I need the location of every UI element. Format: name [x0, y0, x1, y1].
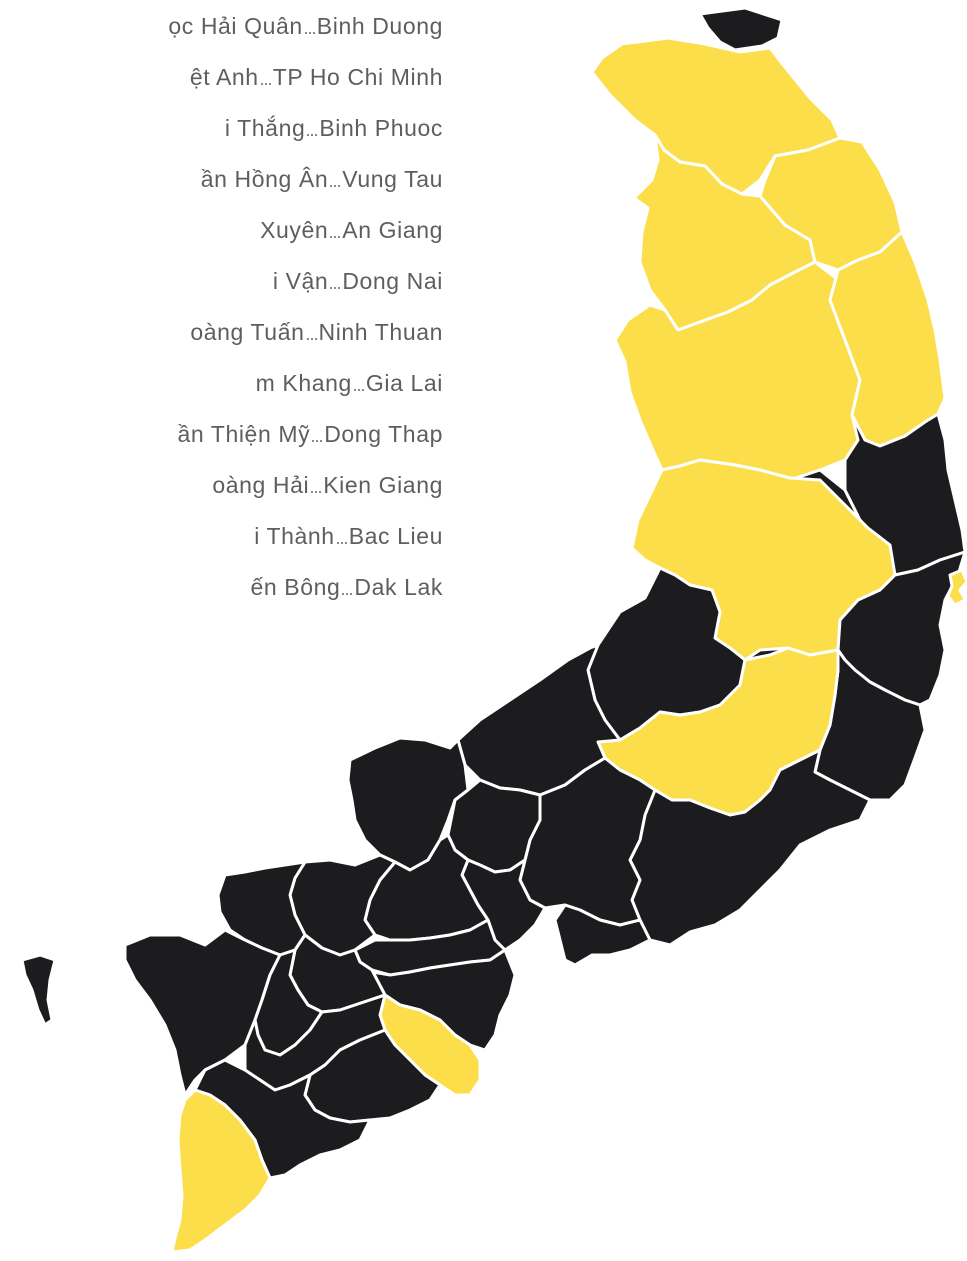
legend-dot-leader	[330, 287, 341, 289]
legend-province-name: Gia Lai	[365, 370, 443, 396]
legend-row: i Vận Dong Nai	[273, 259, 443, 295]
legend-person-name: ệt Anh	[189, 64, 259, 90]
legend-province-name: An Giang	[342, 217, 443, 243]
map-region[interactable]	[346, 736, 470, 872]
map-region[interactable]	[20, 953, 57, 1027]
legend-row: ần Thiện Mỹ Dong Thap	[177, 412, 443, 448]
legend-person-name: i Thành	[254, 523, 335, 549]
legend-row: i Thắng Binh Phuoc	[225, 106, 443, 142]
legend-dot-leader	[307, 134, 318, 136]
legend-dot-leader	[304, 32, 315, 34]
map-region[interactable]	[170, 1088, 272, 1254]
legend-person-name: m Khang	[255, 370, 352, 396]
legend-province-name: Ninh Thuan	[318, 319, 443, 345]
legend-row: ệt Anh TP Ho Chi Minh	[190, 55, 443, 91]
legend-province-name: TP Ho Chi Minh	[272, 64, 443, 90]
legend-province-name: Dong Thap	[324, 421, 443, 447]
legend-province-name: Bac Lieu	[348, 523, 443, 549]
legend-row: m Khang Gia Lai	[256, 361, 443, 397]
legend-person-name: Xuyên	[260, 217, 329, 243]
legend-dot-leader	[311, 491, 322, 493]
legend-person-name: i Thắng	[224, 115, 306, 141]
legend-row: ến Bông Dak Lak	[251, 565, 443, 600]
legend-dot-leader	[342, 593, 353, 595]
legend-list: ọc Hải Quân Binh Duong ệt Anh TP Ho Chi …	[0, 0, 443, 600]
map-region[interactable]	[698, 6, 784, 52]
legend-dot-leader	[330, 185, 341, 187]
legend-dot-leader	[330, 236, 341, 238]
legend-row: ọc Hải Quân Binh Duong	[168, 4, 443, 40]
legend-dot-leader	[312, 440, 323, 442]
legend-province-name: Dong Nai	[342, 268, 443, 294]
legend-person-name: i Vận	[272, 268, 329, 294]
map-region[interactable]	[553, 903, 652, 967]
legend-dot-leader	[260, 83, 271, 85]
legend-dot-leader	[353, 389, 364, 391]
legend-person-name: ọc Hải Quân	[168, 13, 303, 39]
legend-person-name: oàng Hải	[212, 472, 310, 498]
legend-province-name: Kien Giang	[323, 472, 443, 498]
legend-dot-leader	[336, 542, 347, 544]
legend-province-name: Binh Phuoc	[319, 115, 443, 141]
legend-person-name: ần Thiện Mỹ	[177, 421, 311, 447]
legend-province-name: Vung Tau	[342, 166, 443, 192]
legend-person-name: ến Bông	[250, 574, 341, 600]
legend-row: Xuyên An Giang	[260, 208, 443, 244]
legend-province-name: Binh Duong	[316, 13, 443, 39]
map-region[interactable]	[946, 568, 967, 607]
legend-person-name: ần Hồng Ân	[200, 166, 329, 192]
legend-dot-leader	[306, 338, 317, 340]
legend-row: oàng Tuấn Ninh Thuan	[190, 310, 443, 346]
legend-row: i Thành Bac Lieu	[254, 514, 443, 550]
legend-row: ần Hồng Ân Vung Tau	[201, 157, 443, 193]
legend-province-name: Dak Lak	[354, 574, 443, 600]
legend-person-name: oàng Tuấn	[190, 319, 305, 345]
legend-row: oàng Hải Kien Giang	[212, 463, 443, 499]
